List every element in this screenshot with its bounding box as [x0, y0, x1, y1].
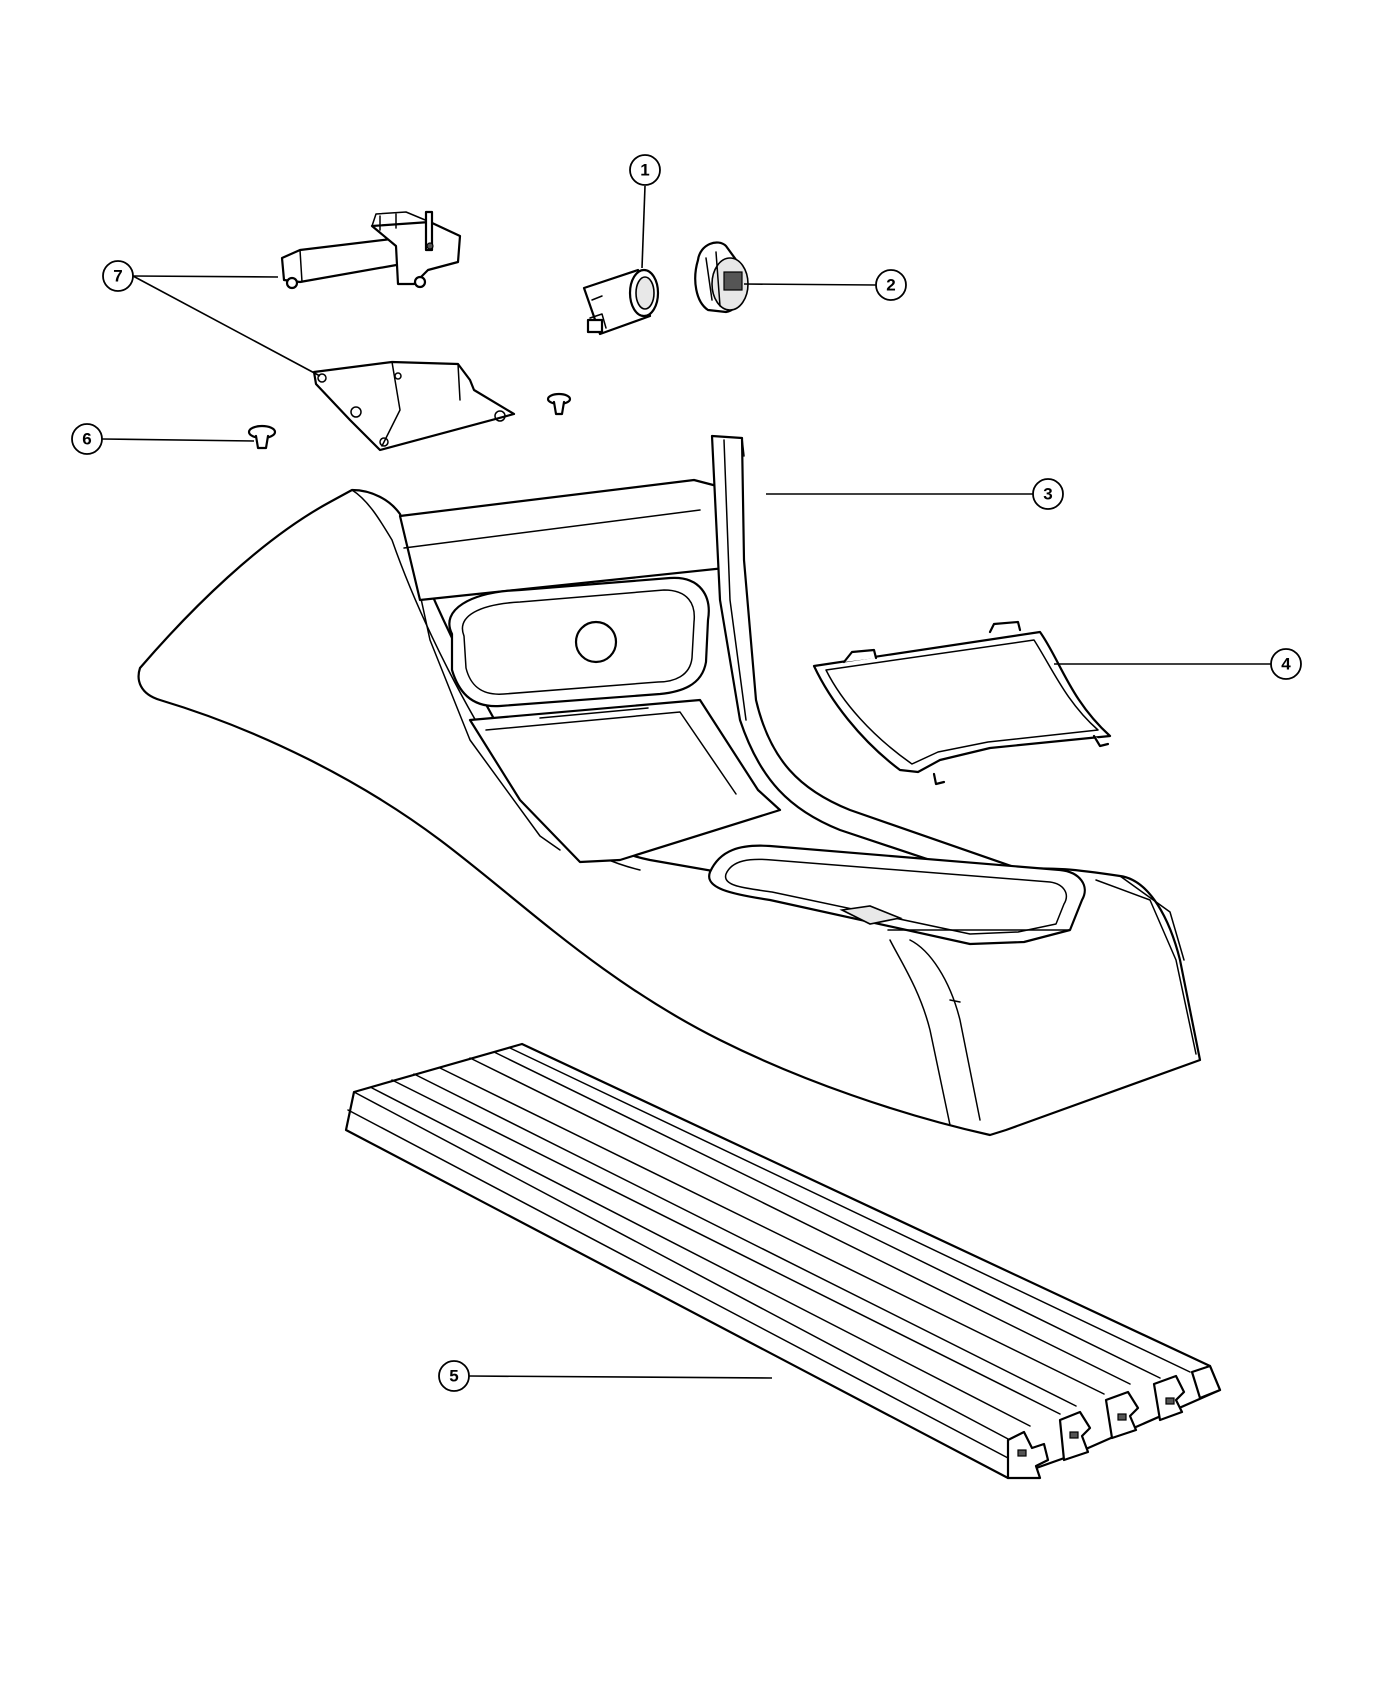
callout-5-label: 5 — [449, 1367, 458, 1386]
callout-3: 3 — [1032, 478, 1064, 510]
part-4-bin-insert — [812, 620, 1112, 786]
part-7-module — [280, 210, 462, 290]
callout-1-label: 1 — [640, 161, 649, 180]
part-5-mounting-rail — [344, 1042, 1222, 1480]
callout-2-label: 2 — [886, 276, 895, 295]
callout-7-label: 7 — [113, 267, 122, 286]
callout-6-label: 6 — [82, 430, 91, 449]
callout-2: 2 — [875, 269, 907, 301]
callout-4: 4 — [1270, 648, 1302, 680]
part-2-outlet-cap — [694, 241, 749, 314]
push-pin-fastener — [546, 392, 572, 416]
part-1-power-outlet — [582, 268, 660, 336]
part-6-push-pin — [247, 424, 277, 450]
callout-3-label: 3 — [1043, 485, 1052, 504]
part-7-bracket — [312, 360, 516, 452]
callout-1: 1 — [629, 154, 661, 186]
callout-4-label: 4 — [1281, 655, 1291, 674]
leader-lines — [101, 185, 1271, 1379]
callout-5: 5 — [438, 1360, 470, 1392]
callout-7: 7 — [102, 260, 134, 292]
callout-6: 6 — [71, 423, 103, 455]
part-3-center-console — [137, 434, 1202, 1137]
